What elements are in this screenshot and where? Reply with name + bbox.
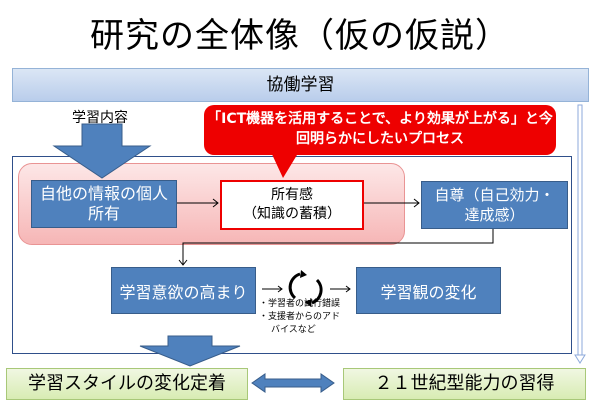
- right-down-arrow-icon: [574, 104, 586, 364]
- node-personal-information: 自他の情報の個人所有: [31, 180, 177, 228]
- callout-line-2: 回明らかにしたいプロセス: [296, 131, 464, 147]
- node-motivation: 学習意欲の高まり: [111, 267, 256, 314]
- node-text-2: 達成感）: [464, 206, 525, 224]
- input-arrow-icon: [52, 123, 152, 179]
- outcome-21st-century-skills: ２１世紀型能力の習得: [343, 368, 586, 400]
- node-text-2: （知識の蓄積）: [243, 206, 341, 222]
- cycle-notes: ・学習者の試行錯誤 ・支援者からのアド バイスなど: [259, 298, 340, 337]
- callout-line-1: 「ICT機器を活用することで、より効果が上がる」と今: [207, 111, 553, 127]
- arrow-esteem-to-motivation: [182, 227, 494, 265]
- node-text-1: 所有感: [271, 187, 313, 203]
- node-self-esteem: 自尊（自己効力・達成感）: [421, 181, 568, 229]
- learning-content-label: 学習内容: [72, 110, 128, 126]
- page-title: 研究の全体像（仮の仮説）: [90, 16, 510, 56]
- outcome-learning-style: 学習スタイルの変化定着: [6, 368, 248, 400]
- ict-process-callout: 「ICT機器を活用することで、より効果が上がる」と今 回明らかにしたいプロセス: [204, 105, 556, 155]
- node-text-2: 所有: [87, 204, 120, 223]
- outcome-arrow-icon: [139, 335, 241, 367]
- callout-tail: [270, 150, 300, 178]
- collaborative-learning-banner: 協働学習: [12, 68, 589, 102]
- cycle-note: ・支援者からのアド: [259, 312, 341, 322]
- cycle-icon: [288, 270, 323, 307]
- node-text-1: 自他の情報の個人: [39, 184, 168, 203]
- cycle-note: バイスなど: [271, 325, 316, 335]
- cycle-note: ・学習者の試行錯誤: [259, 299, 341, 309]
- node-ownership: 所有感 （知識の蓄積）: [220, 180, 364, 230]
- node-text-1: 自尊（自己効力・: [434, 186, 555, 204]
- double-arrow-icon: [251, 373, 335, 393]
- node-learning-view: 学習観の変化: [356, 267, 501, 314]
